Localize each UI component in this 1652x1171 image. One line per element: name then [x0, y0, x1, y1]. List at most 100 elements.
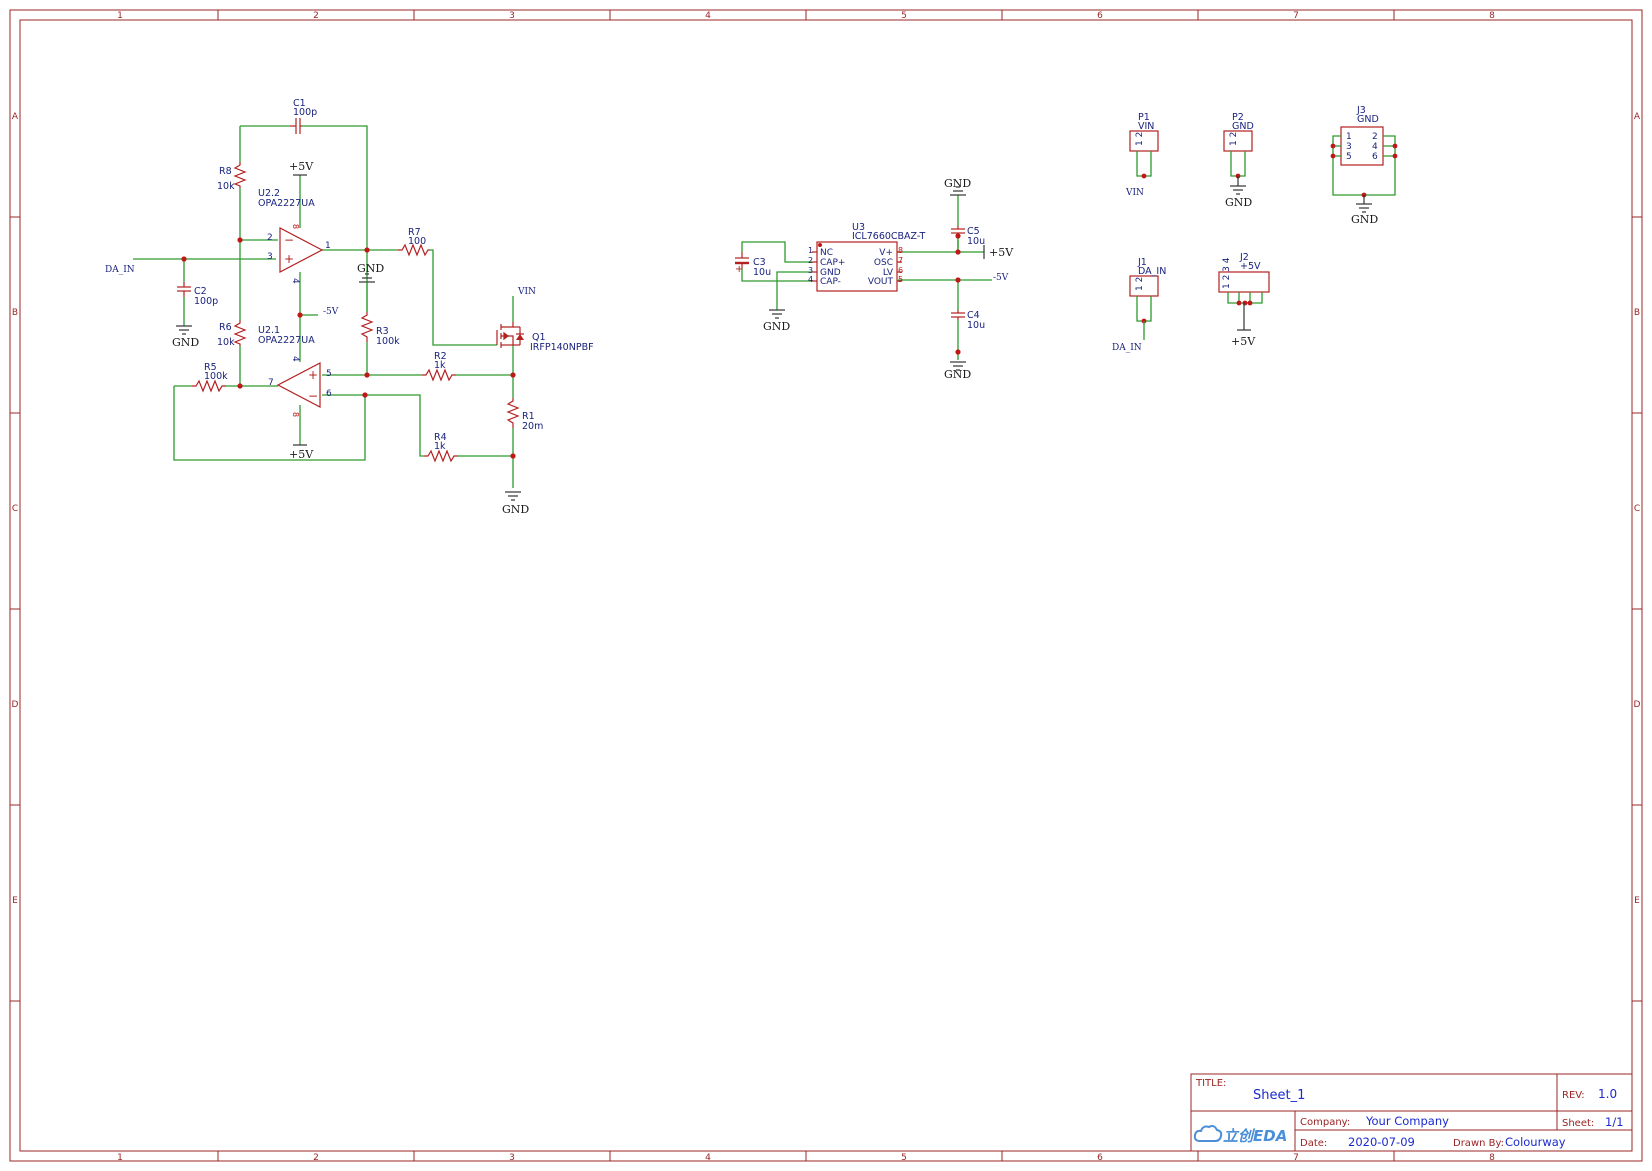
- u3-right-pin-num: 6: [898, 266, 903, 275]
- zone-col-bottom-7: 7: [1293, 1153, 1299, 1163]
- c1-value: 100p: [293, 107, 317, 118]
- net-gnd-c5: GND: [944, 177, 971, 190]
- zone-col-top-8: 8: [1489, 11, 1495, 21]
- j3-pin-num: 4: [1372, 142, 1378, 152]
- u3-left-pin-label: CAP+: [820, 258, 845, 268]
- gnd-c4-symbol: [950, 361, 966, 371]
- opamp-u2-2[interactable]: − + 2 3 1 8 4 U2.2 OPA2227UA: [258, 188, 331, 284]
- j3-pin-num: 3: [1346, 142, 1352, 152]
- resistor-r1[interactable]: R1 20m: [506, 398, 543, 432]
- c5-value: 10u: [967, 236, 985, 247]
- mosfet-q1[interactable]: Q1 IRFP140NPBF: [496, 322, 594, 353]
- zone-col-bottom-8: 8: [1489, 1153, 1495, 1163]
- sheet-value: 1/1: [1605, 1115, 1624, 1129]
- date-value: 2020-07-09: [1348, 1135, 1415, 1149]
- zone-col-bottom-4: 4: [705, 1153, 711, 1163]
- resistor-r3[interactable]: R3 100k: [360, 312, 400, 347]
- j3-net: GND: [1357, 114, 1379, 125]
- company-value: Your Company: [1365, 1114, 1449, 1128]
- j3-pin-num: 6: [1372, 152, 1378, 162]
- r6-value: 10k: [217, 337, 235, 348]
- net-gnd-j3: GND: [1351, 213, 1378, 226]
- u3-ref: U3: [852, 222, 865, 233]
- c4-ref: C4: [967, 310, 980, 321]
- net-gnd-c2: GND: [172, 336, 199, 349]
- p1-ref: P1: [1138, 112, 1150, 123]
- q1-ref: Q1: [532, 332, 546, 343]
- net-p5v-u3: +5V: [989, 246, 1014, 259]
- connector-j2[interactable]: 1 2 3 4 J2 +5V +5V: [1218, 252, 1270, 348]
- resistor-r6[interactable]: R6 10k: [217, 320, 247, 348]
- lceda-logo: 立创EDA: [1193, 1125, 1287, 1145]
- zone-col-bottom-5: 5: [901, 1153, 907, 1163]
- resistor-r2[interactable]: R2 1k: [422, 351, 456, 382]
- capacitor-c2[interactable]: C2 100p: [177, 282, 218, 307]
- company-label: Company:: [1300, 1117, 1350, 1128]
- connector-j1[interactable]: 1 2 J1 DA_IN DA_IN: [1112, 257, 1166, 353]
- p2-net: GND: [1232, 121, 1254, 132]
- resistor-r7[interactable]: R7 100: [398, 227, 430, 257]
- capacitor-c1[interactable]: C1 100p: [290, 98, 317, 134]
- resistor-r4[interactable]: R4 1k: [424, 432, 458, 463]
- u3-right-pin-num: 8: [898, 246, 903, 255]
- zone-col-top-7: 7: [1293, 11, 1299, 21]
- date-label: Date:: [1300, 1138, 1327, 1149]
- opamp-u2-1[interactable]: + − 5 6 7 4 8 U2.1 OPA2227UA: [258, 325, 332, 417]
- u3-left-pin-num: 2: [808, 256, 813, 265]
- u22-pin-2: 2: [267, 233, 273, 243]
- j3-pin-num: 1: [1346, 132, 1352, 142]
- c1-ref: C1: [293, 98, 306, 109]
- c2-value: 100p: [194, 296, 218, 307]
- r8-value: 10k: [217, 181, 235, 192]
- zone-row-left-E: E: [12, 896, 18, 906]
- zone-row-right-E: E: [1634, 896, 1640, 906]
- connector-p1[interactable]: 1 2 P1 VIN VIN: [1125, 112, 1159, 198]
- zone-row-right-C: C: [1634, 504, 1640, 514]
- j1-net: DA_IN: [1138, 266, 1166, 277]
- u3-right-pin-label: OSC: [874, 258, 893, 268]
- u22-ref: U2.2: [258, 188, 280, 199]
- u21-pin-7: 7: [268, 378, 274, 388]
- u3-left-pin-label: NC: [820, 248, 833, 258]
- j1-ref: J1: [1137, 257, 1147, 268]
- opamp-power-symbols: DA_IN +5V -5V +5V GND GND: [105, 160, 536, 516]
- u22-pin-8: 8: [291, 224, 300, 229]
- net-da-in-j1: DA_IN: [1112, 343, 1142, 353]
- zone-col-top-4: 4: [705, 11, 711, 21]
- zone-col-top-5: 5: [901, 11, 907, 21]
- svg-text:+: +: [735, 264, 743, 275]
- r3-value: 100k: [376, 336, 400, 347]
- resistor-r8[interactable]: R8 10k: [217, 162, 247, 192]
- p1-net: VIN: [1138, 121, 1154, 132]
- u21-pin-5: 5: [326, 369, 332, 379]
- u22-pin-3: 3: [267, 252, 273, 262]
- opamp-circuit-wires: [133, 125, 514, 488]
- r2-ref: R2: [434, 351, 447, 362]
- r7-value: 100: [408, 236, 426, 247]
- capacitor-c3[interactable]: + C3 10u: [735, 252, 771, 278]
- gnd-c2-symbol: [176, 325, 192, 335]
- rev-value: 1.0: [1598, 1087, 1617, 1101]
- net-p5v-u21: +5V: [289, 448, 314, 461]
- net-gnd-c4: GND: [944, 368, 971, 381]
- r5-ref: R5: [204, 362, 217, 373]
- j2-ref: J2: [1239, 252, 1249, 263]
- resistor-r5[interactable]: R5 100k: [192, 362, 228, 393]
- net-vin-q1: VIN: [517, 287, 536, 297]
- u3-left-pin-label: CAP-: [820, 277, 841, 287]
- connector-p2[interactable]: 1 2 P2 GND GND: [1223, 112, 1254, 209]
- drawn-value: Colourway: [1505, 1135, 1566, 1149]
- gnd-r3-symbol: [359, 273, 375, 312]
- svg-text:−: −: [308, 389, 318, 403]
- zone-row-right-A: A: [1634, 112, 1641, 122]
- u3-right-pin-num: 7: [898, 256, 903, 265]
- j3-pin-num: 5: [1346, 152, 1352, 162]
- zone-col-bottom-3: 3: [509, 1153, 515, 1163]
- capacitor-c4[interactable]: C4 10u: [951, 310, 985, 331]
- net-gnd-r3: GND: [357, 262, 384, 275]
- net-gnd-u3: GND: [763, 320, 790, 333]
